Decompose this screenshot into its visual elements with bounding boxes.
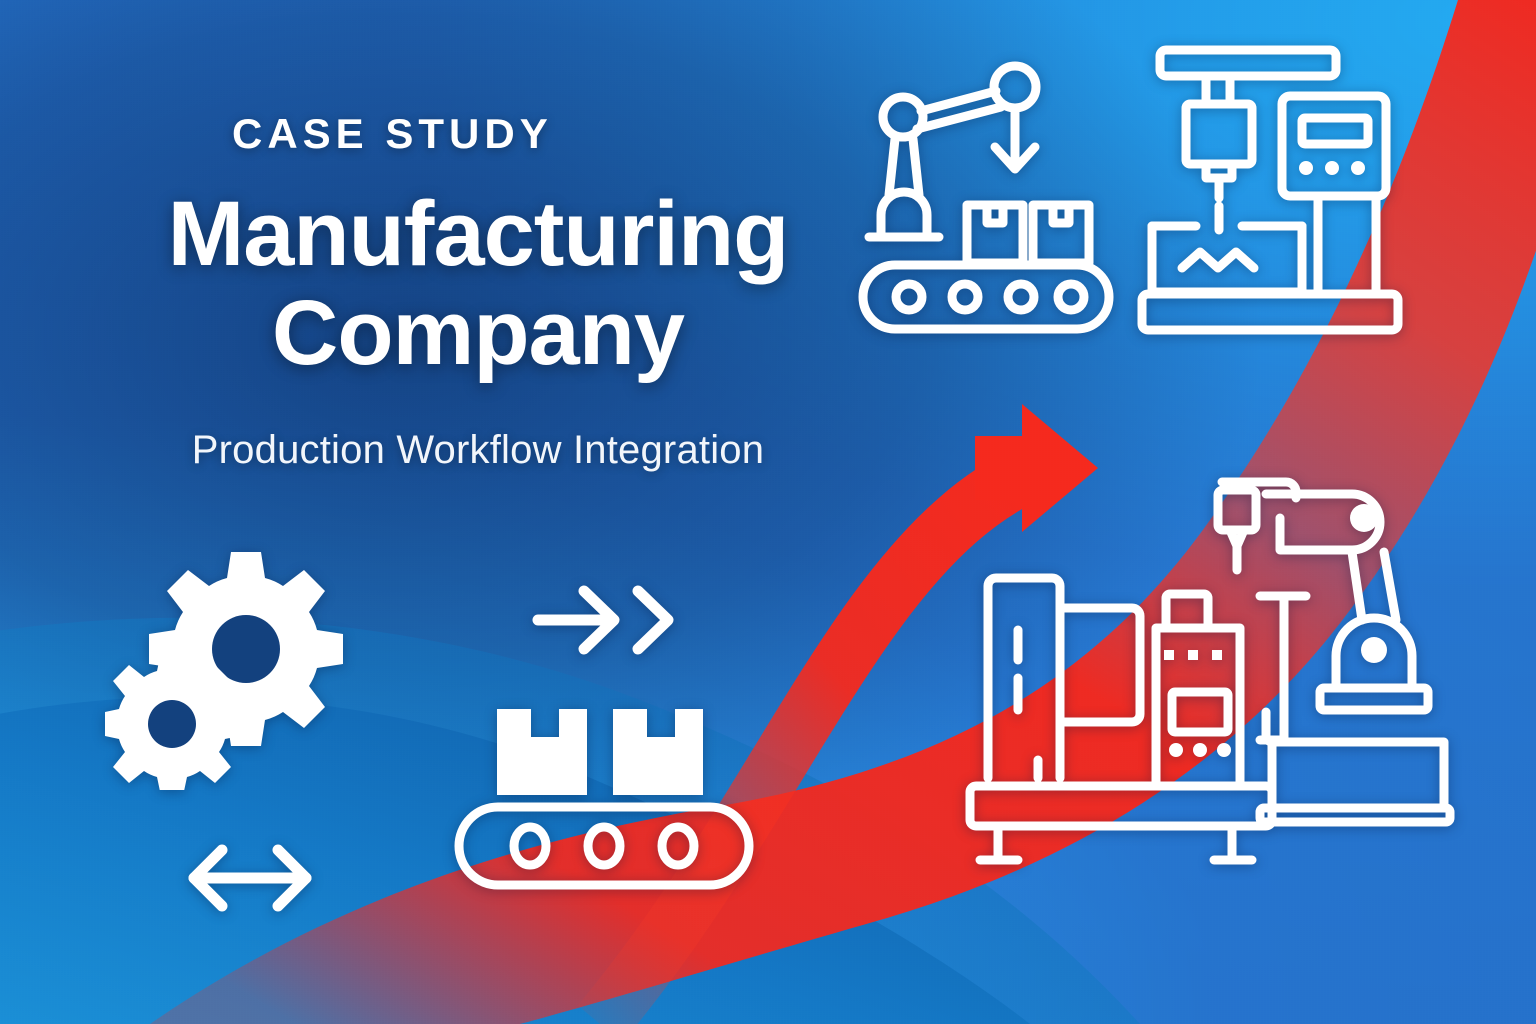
red-diagonal-band	[150, 0, 1536, 1024]
red-curved-arrow-icon	[577, 404, 1098, 1024]
factory-machine-robot-icon	[960, 460, 1460, 880]
bidir-head-left	[188, 844, 228, 912]
red-arrow-tail	[577, 440, 1053, 1024]
boxes-conveyor-icon	[445, 695, 775, 895]
cnc-machine-icon	[1130, 30, 1420, 350]
page-title: Manufacturing Company	[138, 183, 818, 385]
chevron	[632, 585, 674, 655]
arrow-head	[578, 585, 620, 655]
arrow-chevron-right-icon	[530, 575, 695, 665]
page-title-line-2: Company	[271, 282, 685, 385]
gears-icon	[105, 530, 355, 790]
bidir-head-right	[272, 844, 312, 912]
page-title-line-1: Manufacturing	[167, 183, 790, 285]
eyebrow-label: CASE STUDY	[232, 110, 553, 157]
red-arrow-head	[975, 404, 1098, 532]
bidirectional-arrow-icon	[180, 838, 320, 918]
page-subtitle: Production Workflow Integration	[191, 428, 765, 472]
robot-arm-conveyor-icon	[855, 55, 1125, 345]
